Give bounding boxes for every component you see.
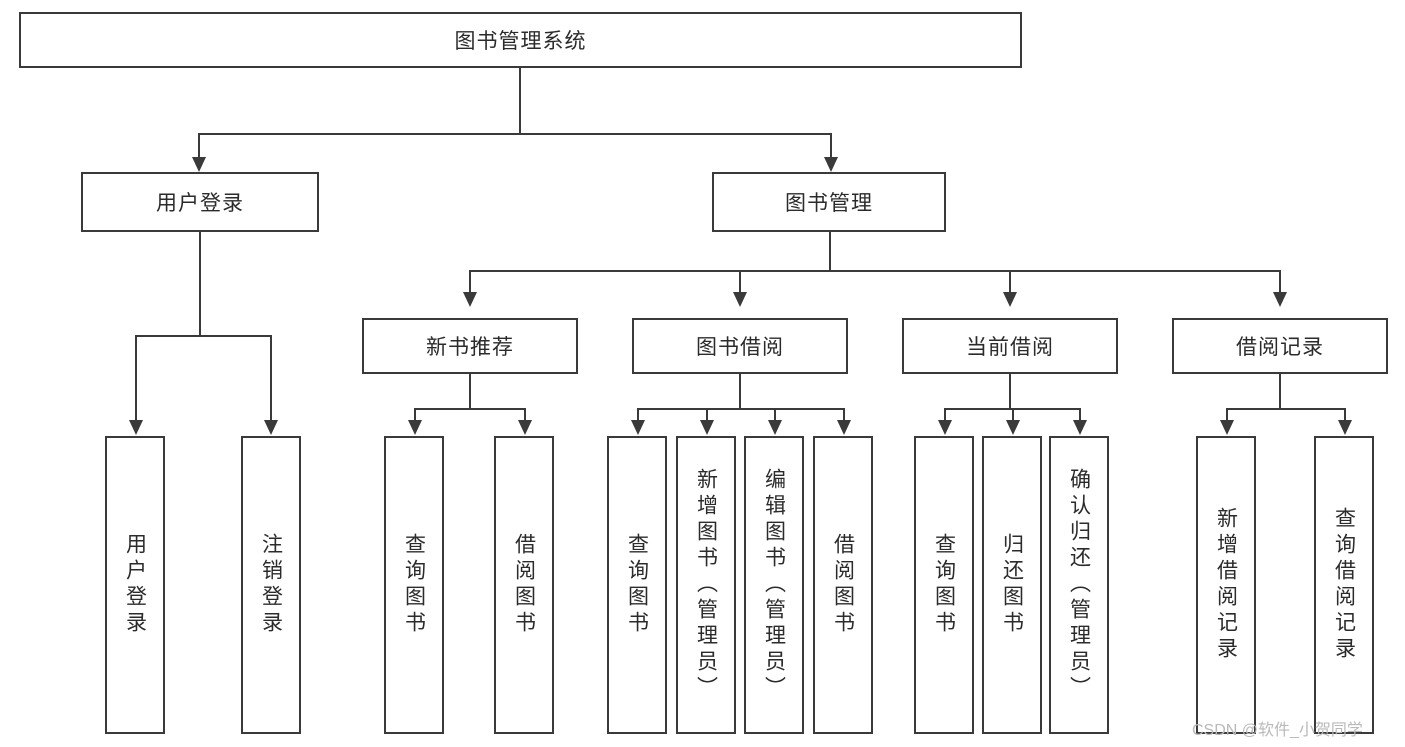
leaf-borrow-add-book-admin[interactable]: 新增图书（管理员） bbox=[676, 436, 736, 734]
connector-borrow-stem bbox=[739, 374, 741, 409]
connector-recommend-stem bbox=[469, 374, 471, 409]
node-label: 查询借阅记录 bbox=[1332, 507, 1356, 663]
node-label: 图书借阅 bbox=[696, 336, 784, 359]
arrowhead-leaf-current-1 bbox=[938, 420, 952, 435]
node-label: 用户登录 bbox=[123, 533, 147, 637]
arrowhead-leaf-record-2 bbox=[1338, 420, 1352, 435]
node-user-login[interactable]: 用户登录 bbox=[81, 172, 319, 232]
arrowhead-borrow-record bbox=[1273, 292, 1287, 307]
connector-current-stem bbox=[1009, 374, 1011, 409]
leaf-current-confirm-return-admin[interactable]: 确认归还（管理员） bbox=[1049, 436, 1109, 734]
connector-borrow-drop-4 bbox=[843, 408, 845, 422]
leaf-recommend-borrow-book[interactable]: 借阅图书 bbox=[494, 436, 554, 734]
arrowhead-leaf-record-1 bbox=[1220, 420, 1234, 435]
connector-borrow-bus bbox=[637, 408, 845, 410]
leaf-borrow-edit-book-admin[interactable]: 编辑图书（管理员） bbox=[744, 436, 804, 734]
connector-bookmgmt-drop-2 bbox=[739, 270, 741, 294]
node-label: 确认归还（管理员） bbox=[1067, 468, 1091, 702]
connector-recommend-drop-1 bbox=[414, 408, 416, 422]
connector-current-drop-2 bbox=[1012, 408, 1014, 422]
node-label: 新书推荐 bbox=[426, 336, 514, 359]
arrowhead-new-book-recommend bbox=[463, 292, 477, 307]
csdn-watermark: CSDN @软件_小贺同学 bbox=[1192, 722, 1363, 739]
node-label: 借阅图书 bbox=[512, 533, 536, 637]
leaf-user-login[interactable]: 用户登录 bbox=[105, 436, 165, 734]
arrowhead-leaf-borrow-4 bbox=[837, 420, 851, 435]
connector-root-to-user-login bbox=[198, 133, 200, 159]
node-label: 当前借阅 bbox=[966, 336, 1054, 359]
node-label: 图书管理 bbox=[785, 192, 873, 215]
leaf-record-query-record[interactable]: 查询借阅记录 bbox=[1314, 436, 1374, 734]
node-current-borrow[interactable]: 当前借阅 bbox=[902, 318, 1118, 374]
connector-record-drop-1 bbox=[1226, 408, 1228, 422]
node-label: 用户登录 bbox=[156, 192, 244, 215]
arrowhead-leaf-user-login bbox=[129, 420, 143, 435]
connector-user-login-stem bbox=[199, 232, 201, 336]
connector-bookmgmt-drop-1 bbox=[469, 270, 471, 294]
connector-bookmgmt-drop-4 bbox=[1279, 270, 1281, 294]
connector-recommend-bus bbox=[414, 408, 526, 410]
arrowhead-user-login bbox=[192, 157, 206, 172]
node-borrow-record[interactable]: 借阅记录 bbox=[1172, 318, 1388, 374]
connector-borrow-drop-2 bbox=[706, 408, 708, 422]
leaf-borrow-borrow-book[interactable]: 借阅图书 bbox=[813, 436, 873, 734]
connector-book-mgmt-stem bbox=[829, 232, 831, 272]
node-label: 查询图书 bbox=[625, 533, 649, 637]
connector-record-drop-2 bbox=[1344, 408, 1346, 422]
node-label: 新增图书（管理员） bbox=[694, 468, 718, 702]
arrowhead-leaf-borrow-1 bbox=[631, 420, 645, 435]
node-label: 借阅记录 bbox=[1236, 336, 1324, 359]
leaf-current-query-book[interactable]: 查询图书 bbox=[914, 436, 974, 734]
connector-current-drop-3 bbox=[1079, 408, 1081, 422]
leaf-logout[interactable]: 注销登录 bbox=[241, 436, 301, 734]
node-label: 编辑图书（管理员） bbox=[762, 468, 786, 702]
arrowhead-leaf-recommend-2 bbox=[518, 420, 532, 435]
connector-root-to-book-mgmt bbox=[830, 133, 832, 159]
connector-bookmgmt-drop-3 bbox=[1009, 270, 1011, 294]
arrowhead-current-borrow bbox=[1003, 292, 1017, 307]
leaf-recommend-query-book[interactable]: 查询图书 bbox=[384, 436, 444, 734]
node-label: 归还图书 bbox=[1000, 533, 1024, 637]
arrowhead-leaf-current-2 bbox=[1006, 420, 1020, 435]
arrowhead-leaf-borrow-3 bbox=[768, 420, 782, 435]
connector-record-bus bbox=[1226, 408, 1346, 410]
connector-book-mgmt-bus bbox=[469, 270, 1280, 272]
arrowhead-leaf-borrow-2 bbox=[700, 420, 714, 435]
leaf-record-add-record[interactable]: 新增借阅记录 bbox=[1196, 436, 1256, 734]
node-label: 借阅图书 bbox=[831, 533, 855, 637]
connector-current-drop-1 bbox=[944, 408, 946, 422]
node-book-borrow[interactable]: 图书借阅 bbox=[632, 318, 848, 374]
connector-user-login-bus bbox=[135, 335, 271, 337]
node-label: 注销登录 bbox=[259, 533, 283, 637]
node-label: 查询图书 bbox=[932, 533, 956, 637]
node-label: 查询图书 bbox=[402, 533, 426, 637]
connector-recommend-drop-2 bbox=[524, 408, 526, 422]
node-new-book-recommend[interactable]: 新书推荐 bbox=[362, 318, 578, 374]
arrowhead-leaf-recommend-1 bbox=[408, 420, 422, 435]
arrowhead-leaf-logout bbox=[264, 420, 278, 435]
connector-user-login-drop-2 bbox=[270, 335, 272, 421]
connector-user-login-drop-1 bbox=[135, 335, 137, 421]
connector-borrow-drop-3 bbox=[774, 408, 776, 422]
connector-root-stem bbox=[519, 68, 521, 134]
arrowhead-book-borrow bbox=[733, 292, 747, 307]
node-book-management[interactable]: 图书管理 bbox=[712, 172, 946, 232]
arrowhead-book-mgmt bbox=[824, 157, 838, 172]
node-label: 图书管理系统 bbox=[454, 30, 587, 53]
arrowhead-leaf-current-3 bbox=[1073, 420, 1087, 435]
connector-record-stem bbox=[1279, 374, 1281, 409]
leaf-current-return-book[interactable]: 归还图书 bbox=[982, 436, 1042, 734]
connector-root-bus bbox=[198, 133, 832, 135]
leaf-borrow-query-book[interactable]: 查询图书 bbox=[607, 436, 667, 734]
node-root-system[interactable]: 图书管理系统 bbox=[19, 12, 1022, 68]
connector-borrow-drop-1 bbox=[637, 408, 639, 422]
node-label: 新增借阅记录 bbox=[1214, 507, 1238, 663]
